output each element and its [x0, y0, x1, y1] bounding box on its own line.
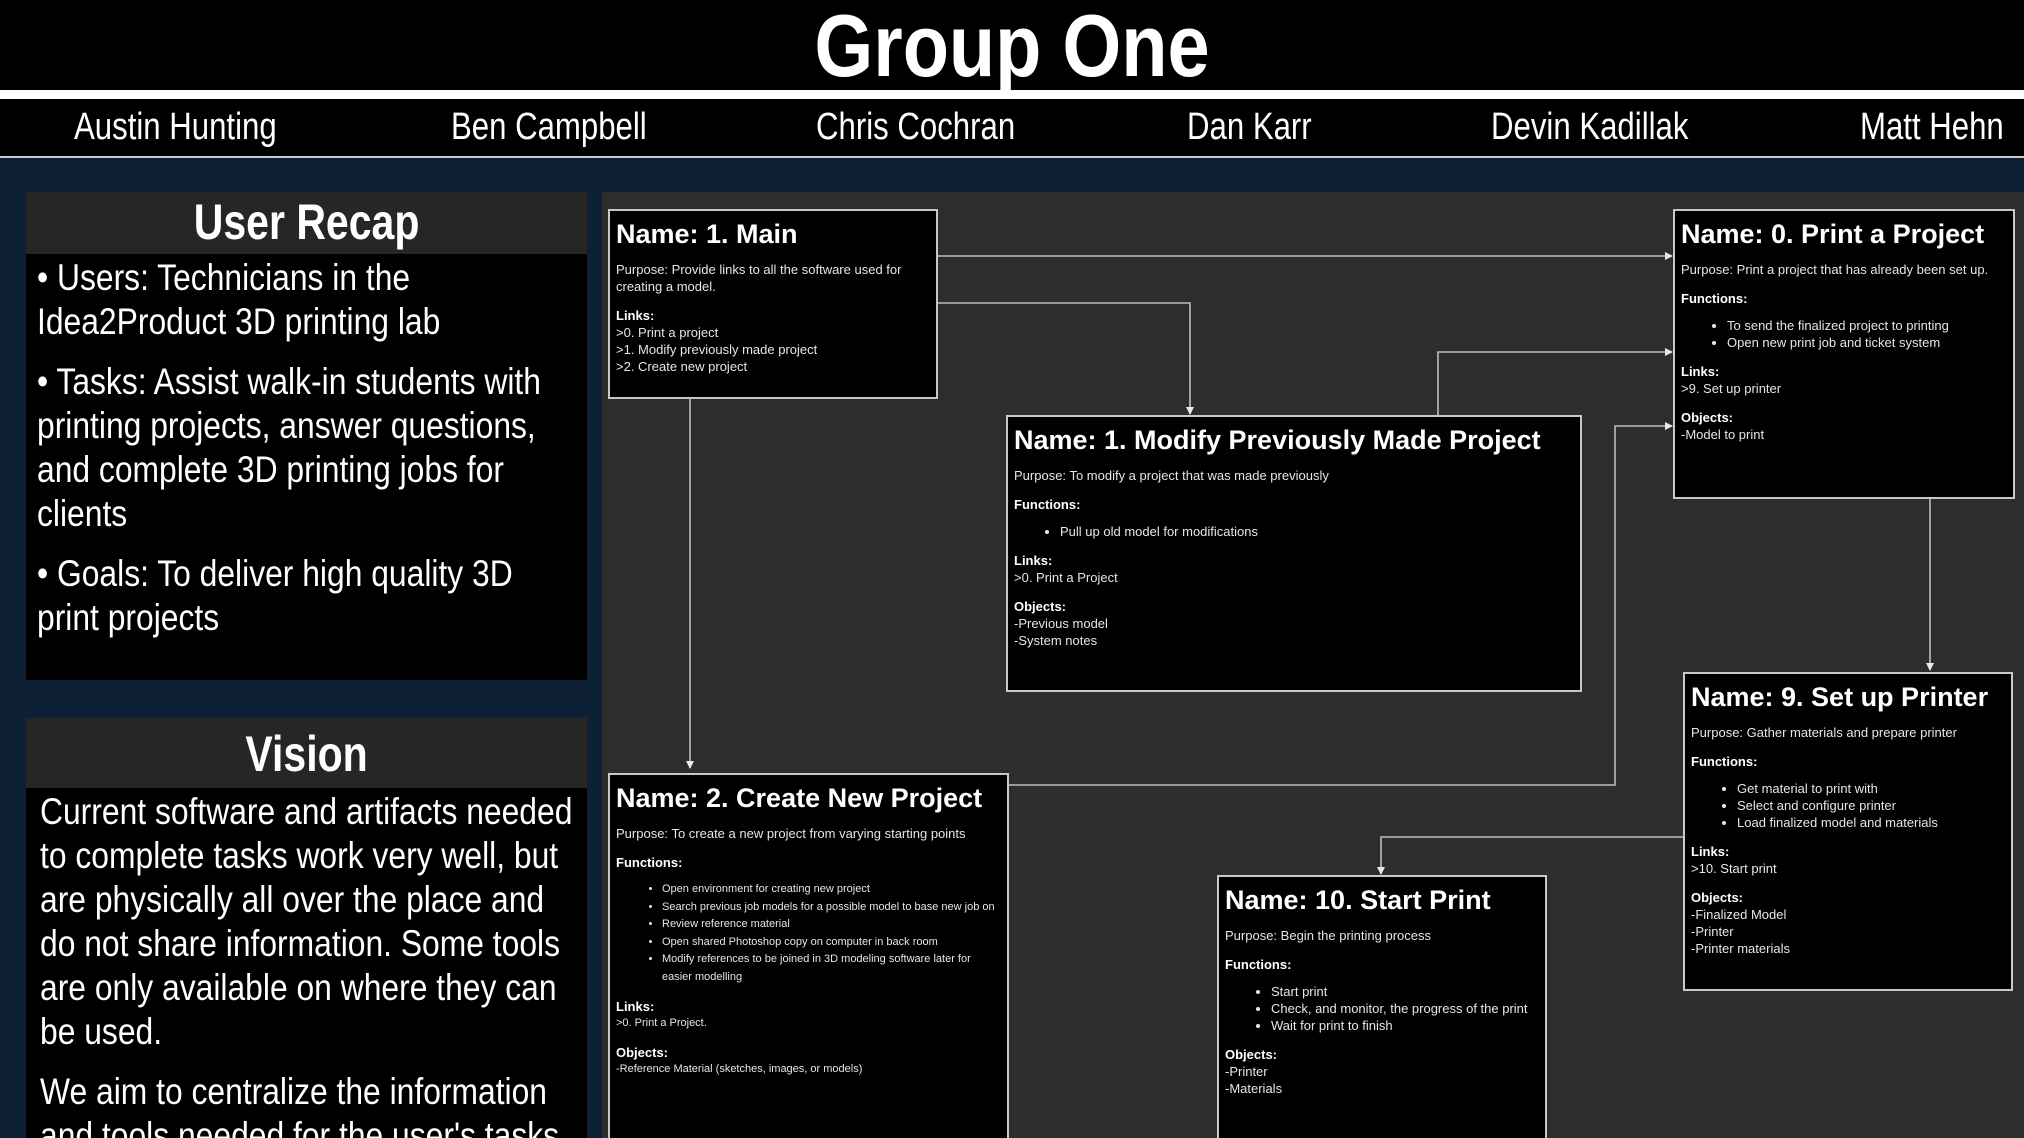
link-item: >9. Set up printer [1681, 381, 1782, 396]
node-title: Name: 10. Start Print [1225, 885, 1491, 915]
functions-label: Functions: [1014, 497, 1081, 512]
title-bar [0, 0, 2024, 90]
links-label: Links: [616, 308, 655, 323]
link-item: >2. Create new project [616, 359, 748, 374]
function-item: Load finalized model and materials [1737, 814, 2005, 831]
node-purpose: Purpose: To create a new project from va… [616, 826, 966, 841]
object-item: -Printer [1225, 1064, 1268, 1079]
functions-label: Functions: [616, 855, 683, 870]
member-name: Matt Hehn [1860, 106, 2004, 148]
node-title: Name: 2. Create New Project [616, 783, 983, 813]
recap-goals: • Goals: To deliver high quality 3D prin… [37, 553, 513, 638]
vision-paragraph: We aim to centralize the information and… [40, 1071, 560, 1138]
node-purpose: Purpose: Print a project that has alread… [1681, 262, 1989, 277]
link-modify-to-print [1437, 348, 1673, 416]
functions-list: Open environment for creating new projec… [662, 881, 1001, 986]
node-modify-project: Name: 1. Modify Previously Made Project … [1006, 415, 1582, 692]
link-setup-to-start [1377, 836, 1684, 875]
vision-paragraph: Current software and artifacts needed to… [40, 791, 573, 1052]
functions-label: Functions: [1225, 957, 1292, 972]
objects-label: Objects: [1014, 599, 1067, 614]
node-start-print: Name: 10. Start Print Purpose: Begin the… [1217, 875, 1547, 1138]
node-main: Name: 1. Main Purpose: Provide links to … [608, 209, 938, 399]
functions-label: Functions: [1681, 291, 1748, 306]
functions-list: To send the finalized project to printin… [1727, 317, 2007, 351]
link-item: >0. Print a Project [1014, 570, 1118, 585]
link-item: >10. Start print [1691, 861, 1777, 876]
object-item: -Printer materials [1691, 941, 1790, 956]
function-item: Open shared Photoshop copy on computer i… [662, 934, 1001, 952]
functions-label: Functions: [1691, 754, 1758, 769]
link-item: >0. Print a project [616, 325, 719, 340]
node-purpose: Purpose: Provide links to all the softwa… [616, 262, 902, 294]
function-item: Review reference material [662, 916, 1001, 934]
objects-label: Objects: [616, 1045, 669, 1060]
object-item: -Materials [1225, 1081, 1283, 1096]
object-item: -Reference Material (sketches, images, o… [616, 1063, 863, 1075]
user-recap-heading: User Recap [26, 192, 587, 254]
links-label: Links: [1691, 844, 1730, 859]
member-name: Austin Hunting [74, 106, 277, 148]
title-divider [0, 90, 2024, 99]
recap-tasks: • Tasks: Assist walk-in students with pr… [37, 361, 541, 534]
function-item: To send the finalized project to printin… [1727, 317, 2007, 334]
user-recap-body: • Users: Technicians in the Idea2Product… [26, 254, 587, 640]
member-name: Chris Cochran [816, 106, 1016, 148]
function-item: Open new print job and ticket system [1727, 334, 2007, 351]
member-name: Devin Kadillak [1491, 106, 1689, 148]
function-item: Pull up old model for modifications [1060, 523, 1574, 540]
node-purpose: Purpose: To modify a project that was ma… [1014, 468, 1329, 483]
members-divider [0, 156, 2024, 158]
diagram-connectors [686, 252, 1934, 875]
members-bar [0, 99, 2024, 157]
links-label: Links: [1681, 364, 1720, 379]
node-create-project: Name: 2. Create New Project Purpose: To … [608, 773, 1009, 1138]
node-title: Name: 1. Main [616, 219, 798, 249]
vision-heading: Vision [26, 718, 587, 788]
node-purpose: Purpose: Gather materials and prepare pr… [1691, 725, 1957, 740]
node-setup-printer: Name: 9. Set up Printer Purpose: Gather … [1683, 672, 2013, 991]
function-item: Wait for print to finish [1271, 1017, 1539, 1034]
node-title: Name: 9. Set up Printer [1691, 682, 1989, 712]
vision-body: Current software and artifacts needed to… [26, 788, 587, 1138]
objects-label: Objects: [1681, 410, 1734, 425]
member-name: Dan Karr [1187, 106, 1312, 148]
function-item: Select and configure printer [1737, 797, 2005, 814]
link-item: >0. Print a Project. [616, 1017, 707, 1029]
function-item: Check, and monitor, the progress of the … [1271, 1000, 1539, 1017]
functions-list: Get material to print with Select and co… [1737, 780, 2005, 831]
node-purpose: Purpose: Begin the printing process [1225, 928, 1431, 943]
function-item: Start print [1271, 983, 1539, 1000]
object-item: -System notes [1014, 633, 1098, 648]
screen-flow-diagram: Name: 1. Main Purpose: Provide links to … [602, 192, 2024, 1138]
object-item: -Printer [1691, 924, 1734, 939]
function-item: Get material to print with [1737, 780, 2005, 797]
object-item: -Model to print [1681, 427, 1765, 442]
object-item: -Previous model [1014, 616, 1108, 631]
link-item: >1. Modify previously made project [616, 342, 818, 357]
member-name: Ben Campbell [451, 106, 647, 148]
function-item: Search previous job models for a possibl… [662, 899, 1001, 917]
objects-label: Objects: [1691, 890, 1744, 905]
vision-panel: Vision Current software and artifacts ne… [26, 718, 587, 1138]
node-print-project: Name: 0. Print a Project Purpose: Print … [1673, 209, 2015, 499]
links-label: Links: [1014, 553, 1053, 568]
link-create-to-print [1008, 422, 1673, 786]
links-label: Links: [616, 999, 655, 1014]
function-item: Modify references to be joined in 3D mod… [662, 951, 1001, 986]
node-title: Name: 1. Modify Previously Made Project [1014, 425, 1541, 455]
node-title: Name: 0. Print a Project [1681, 219, 1985, 249]
link-main-to-modify [937, 302, 1194, 415]
object-item: -Finalized Model [1691, 907, 1787, 922]
function-item: Open environment for creating new projec… [662, 881, 1001, 899]
functions-list: Start print Check, and monitor, the prog… [1271, 983, 1539, 1034]
recap-users: • Users: Technicians in the Idea2Product… [37, 257, 441, 342]
objects-label: Objects: [1225, 1047, 1278, 1062]
user-recap-panel: User Recap • Users: Technicians in the I… [26, 192, 587, 680]
page-title: Group One [814, 0, 1210, 95]
functions-list: Pull up old model for modifications [1060, 523, 1574, 540]
